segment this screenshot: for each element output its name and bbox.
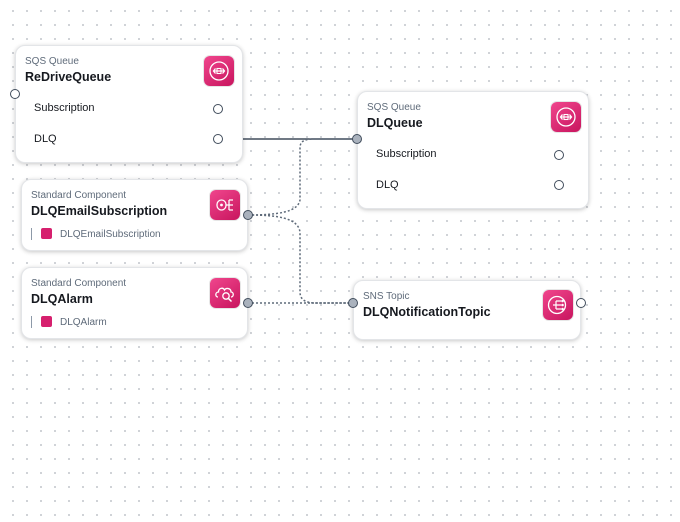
row-subscription-label: Subscription [376,148,437,160]
child-component-label[interactable]: DLQEmailSubscription [60,229,161,240]
node-name: DLQueue [367,116,423,130]
node-alarm[interactable]: Standard Component DLQAlarm DLQAlarm [21,267,248,339]
node-name: DLQAlarm [31,292,93,306]
notification-topic-output-port[interactable] [576,298,586,308]
dl-queue-dlq-port[interactable] [554,180,564,190]
dl-queue-input-port[interactable] [352,134,362,144]
redrive-queue-subscription-port[interactable] [213,104,223,114]
cloudwatch-alarm-icon [41,316,52,327]
node-type-label: SNS Topic [363,291,410,302]
sqs-queue-icon [551,102,581,132]
node-redrive-queue[interactable]: SQS Queue ReDriveQueue Subscription DLQ [15,45,243,163]
row-dlq-label: DLQ [34,133,57,145]
node-email-subscription[interactable]: Standard Component DLQEmailSubscription … [21,179,248,251]
dl-queue-subscription-port[interactable] [554,150,564,160]
redrive-queue-dlq-port[interactable] [213,134,223,144]
notification-topic-input-port[interactable] [348,298,358,308]
node-type-label: Standard Component [31,190,127,201]
row-subscription-label: Subscription [34,102,95,114]
node-name: DLQNotificationTopic [363,305,491,319]
email-subscription-icon [41,228,52,239]
email-subscription-icon [210,190,240,220]
alarm-output-port[interactable] [243,298,253,308]
child-component-label[interactable]: DLQAlarm [60,317,107,328]
email-subscription-output-port[interactable] [243,210,253,220]
cloudwatch-alarm-icon [210,278,240,308]
node-name: DLQEmailSubscription [31,204,168,218]
node-type-label: SQS Queue [367,102,421,113]
child-divider [31,228,32,240]
node-type-label: Standard Component [31,278,127,289]
node-name: ReDriveQueue [25,70,112,84]
sns-topic-icon [543,290,573,320]
node-type-label: SQS Queue [25,56,79,67]
node-dl-queue[interactable]: SQS Queue DLQueue Subscription DLQ [357,91,589,209]
wire-email-subscription-to-topic [247,214,353,304]
child-divider [31,316,32,328]
node-notification-topic[interactable]: SNS Topic DLQNotificationTopic [353,280,581,340]
row-dlq-label: DLQ [376,179,399,191]
sqs-queue-icon [204,56,234,86]
wire-email-subscription-to-dlqueue [247,138,357,216]
redrive-queue-input-port[interactable] [10,89,20,99]
